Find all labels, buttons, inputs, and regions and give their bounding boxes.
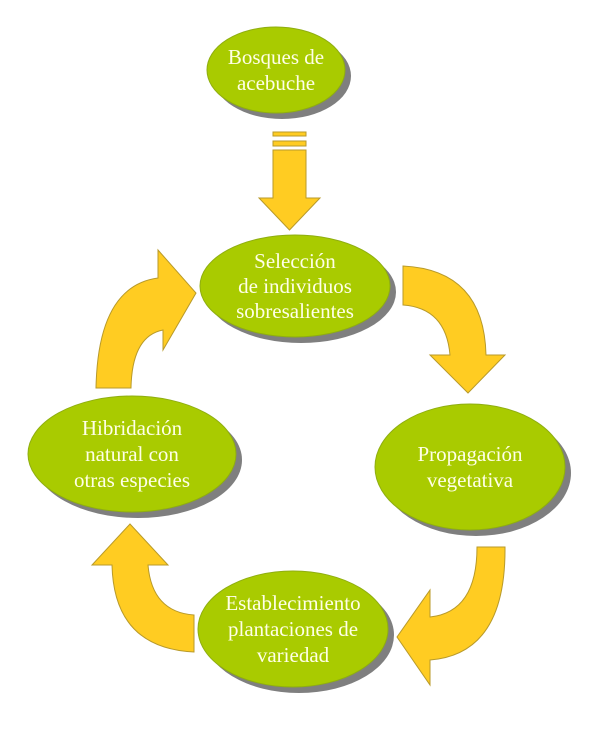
node-label-line: variedad [257, 643, 330, 667]
node-label-line: de individuos [238, 274, 352, 298]
node-ellipse [27, 395, 237, 513]
arrow-body [257, 149, 322, 231]
node-label-line: vegetativa [427, 468, 514, 492]
node-label-line: Bosques de [228, 45, 324, 69]
arrow-establecimiento-to-hibridacion [90, 523, 195, 653]
node-ellipse [374, 403, 566, 531]
arrow-propagacion-to-establecimiento [396, 546, 506, 687]
node-label-line: otras especies [74, 468, 190, 492]
node-label-line: Hibridación [82, 416, 183, 440]
node-label-line: acebuche [237, 71, 315, 95]
node-label-line: sobresalientes [236, 299, 354, 323]
arrow-stripe [272, 140, 307, 147]
node-ellipse [199, 234, 391, 338]
arrow-seleccion-to-propagacion [402, 265, 507, 394]
node-label-line: Selección [254, 249, 336, 273]
node-label-line: plantaciones de [228, 617, 358, 641]
arrow-hibridacion-to-seleccion [95, 248, 197, 389]
node-ellipse [197, 570, 389, 688]
node-label-line: Propagación [418, 442, 523, 466]
node-ellipse [206, 26, 346, 114]
node-label-line: natural con [85, 442, 179, 466]
arrow-bosques-to-seleccion [257, 131, 322, 231]
arrows-layer [90, 131, 507, 687]
arrow-stripe [272, 131, 307, 137]
node-label-line: Establecimiento [225, 591, 360, 615]
